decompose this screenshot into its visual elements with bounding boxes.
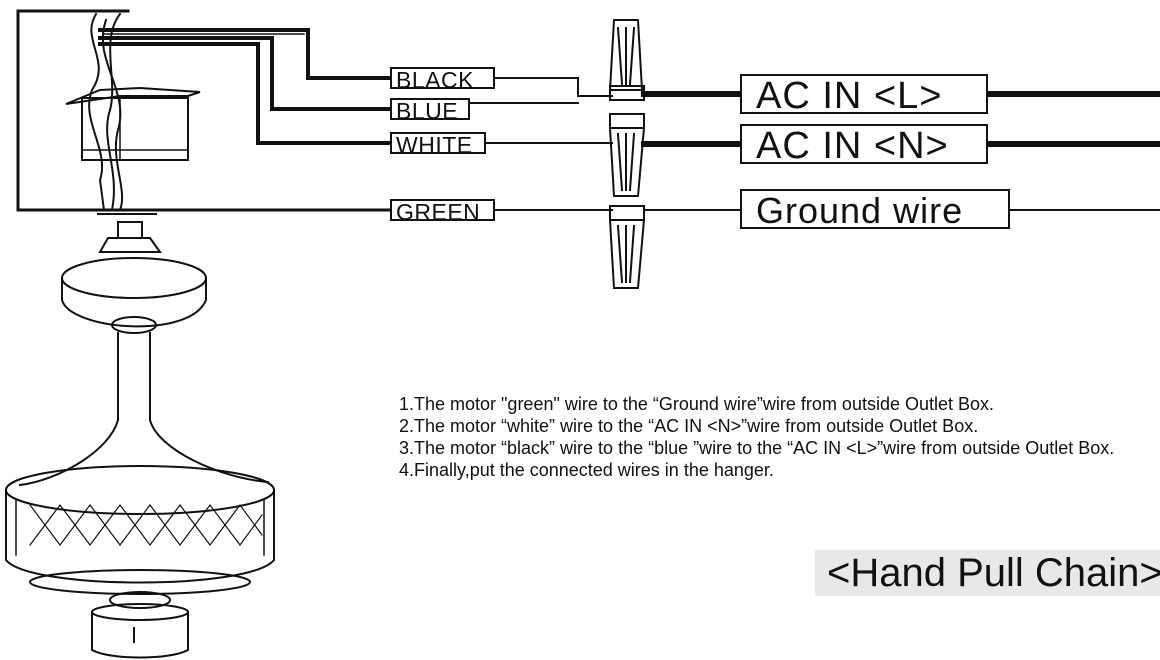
light-housing (5, 465, 275, 515)
blue-wire (98, 36, 392, 111)
wire-nut-neutral (608, 113, 646, 197)
instruction-1: 1.The motor "green" wire to the “Ground … (399, 394, 995, 414)
instruction-3: 3.The motor “black” wire to the “blue ”w… (399, 438, 1115, 458)
downrod (117, 332, 151, 421)
green-wire (16, 9, 392, 212)
black-wire (98, 28, 392, 80)
pull-chain-box (91, 611, 189, 659)
ground-wire-label: Ground wire (740, 189, 1010, 231)
white-wire-label: WHITE (390, 132, 486, 157)
white-wire (98, 42, 392, 145)
ac-in-neutral-label: AC IN <N> (740, 124, 988, 166)
instructions: 1.The motor "green" wire to the “Ground … (399, 393, 1114, 481)
mounting-bracket (65, 86, 201, 105)
instruction-2: 2.The motor “white” wire to the “AC IN <… (399, 416, 979, 436)
blue-wire-label: BLUE (390, 98, 470, 123)
ceiling-canopy (97, 213, 157, 239)
green-wire-label: GREEN (390, 199, 495, 224)
wire-nut-line (608, 19, 645, 101)
section-banner: <Hand Pull Chain> (815, 550, 1160, 596)
black-wire-label: BLACK (390, 67, 495, 92)
instruction-4: 4.Finally,put the connected wires in the… (399, 460, 774, 480)
wire-nut-ground (608, 205, 646, 289)
ac-in-line-label: AC IN <L> (740, 74, 988, 116)
